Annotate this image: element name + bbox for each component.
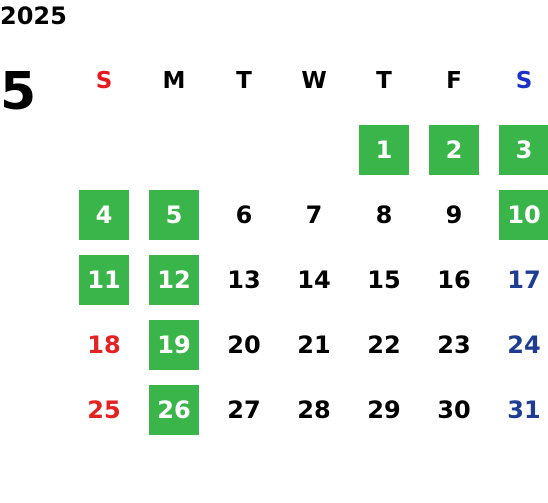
calendar-month: 5	[0, 62, 37, 122]
calendar-empty-cell	[69, 125, 139, 190]
calendar-day[interactable]: 27	[227, 396, 261, 424]
holiday-day[interactable]: 5	[149, 190, 199, 240]
calendar-cell: 18	[69, 320, 139, 385]
calendar-day[interactable]: 25	[87, 396, 121, 424]
holiday-day[interactable]: 4	[79, 190, 129, 240]
calendar-cell: 15	[349, 255, 419, 320]
holiday-day[interactable]: 11	[79, 255, 129, 305]
weekday-thursday: T	[376, 68, 392, 94]
calendar-cell: 13	[209, 255, 279, 320]
holiday-day[interactable]: 12	[149, 255, 199, 305]
calendar-day[interactable]: 21	[297, 331, 331, 359]
calendar-day[interactable]: 7	[305, 201, 323, 229]
calendar-day[interactable]: 24	[507, 331, 541, 359]
calendar-day[interactable]: 16	[437, 266, 471, 294]
calendar-cell: 12	[139, 255, 209, 320]
weekday-sunday: S	[95, 68, 113, 94]
calendar-year: 2025	[0, 2, 67, 30]
calendar-empty-cell	[139, 125, 209, 190]
calendar-cell: 8	[349, 190, 419, 255]
weekday-wednesday: W	[301, 68, 327, 94]
calendar-cell: 2	[419, 125, 489, 190]
calendar-cell: 5	[139, 190, 209, 255]
holiday-day[interactable]: 26	[149, 385, 199, 435]
calendar-cell: 1	[349, 125, 419, 190]
calendar-cell: 6	[209, 190, 279, 255]
calendar-empty-cell	[209, 125, 279, 190]
calendar-cell: 4	[69, 190, 139, 255]
calendar-day[interactable]: 22	[367, 331, 401, 359]
holiday-day[interactable]: 19	[149, 320, 199, 370]
weekday-tuesday: T	[236, 68, 252, 94]
calendar-cell: 17	[489, 255, 548, 320]
calendar-cell: 25	[69, 385, 139, 450]
calendar-day[interactable]: 28	[297, 396, 331, 424]
calendar-cell: 21	[279, 320, 349, 385]
calendar-day[interactable]: 18	[87, 331, 121, 359]
calendar-day[interactable]: 9	[445, 201, 463, 229]
calendar-cell: 20	[209, 320, 279, 385]
weekday-saturday: S	[515, 68, 533, 94]
calendar-day[interactable]: 13	[227, 266, 261, 294]
calendar-day[interactable]: 20	[227, 331, 261, 359]
holiday-day[interactable]: 3	[499, 125, 548, 175]
calendar-cell: 14	[279, 255, 349, 320]
calendar-cell: 11	[69, 255, 139, 320]
calendar-cell: 23	[419, 320, 489, 385]
calendar-cell: 28	[279, 385, 349, 450]
calendar-cell: 26	[139, 385, 209, 450]
calendar-cell: 31	[489, 385, 548, 450]
calendar-day[interactable]: 15	[367, 266, 401, 294]
calendar-cell: 9	[419, 190, 489, 255]
calendar-day[interactable]: 6	[235, 201, 253, 229]
calendar-cell: 30	[419, 385, 489, 450]
weekday-header-row: S M T W T F S	[69, 63, 548, 99]
calendar-cell: 27	[209, 385, 279, 450]
holiday-day[interactable]: 2	[429, 125, 479, 175]
calendar-cell: 24	[489, 320, 548, 385]
calendar-day[interactable]: 14	[297, 266, 331, 294]
weekday-monday: M	[162, 68, 186, 94]
calendar-cell: 29	[349, 385, 419, 450]
calendar-cell: 16	[419, 255, 489, 320]
holiday-day[interactable]: 10	[499, 190, 548, 240]
calendar-cell: 22	[349, 320, 419, 385]
calendar-cell: 3	[489, 125, 548, 190]
calendar-day[interactable]: 8	[375, 201, 393, 229]
calendar-cell: 7	[279, 190, 349, 255]
calendar-cell: 19	[139, 320, 209, 385]
calendar-day[interactable]: 29	[367, 396, 401, 424]
calendar-day[interactable]: 23	[437, 331, 471, 359]
calendar-empty-cell	[279, 125, 349, 190]
weekday-friday: F	[446, 68, 462, 94]
calendar-day[interactable]: 31	[507, 396, 541, 424]
calendar-day[interactable]: 17	[507, 266, 541, 294]
calendar-cell: 10	[489, 190, 548, 255]
calendar-day[interactable]: 30	[437, 396, 471, 424]
holiday-day[interactable]: 1	[359, 125, 409, 175]
